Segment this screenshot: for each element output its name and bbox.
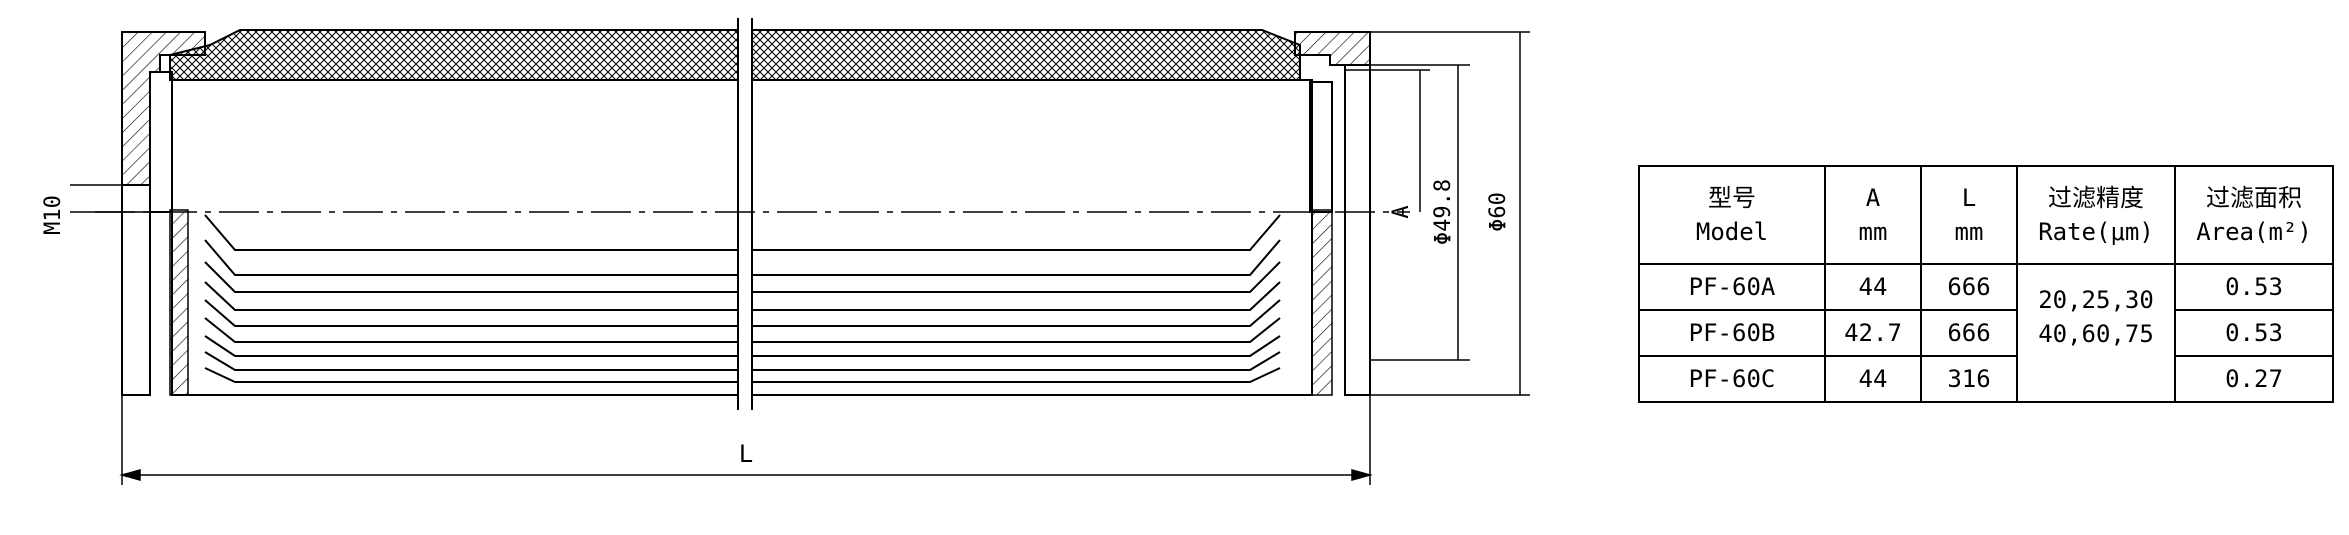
cell-area: 0.53	[2174, 309, 2334, 357]
cell-area: 0.53	[2174, 263, 2334, 311]
inner-dia-dimension	[1370, 64, 1470, 361]
top-seal-band	[169, 29, 1301, 81]
filter-technical-drawing: M10 A Φ49.8 Φ60 L	[41, 18, 1530, 485]
right-end-cap	[1294, 31, 1371, 396]
a-dimension	[1345, 69, 1430, 212]
length-label: L	[739, 440, 753, 468]
cell-a: 42.7	[1824, 309, 1922, 357]
cell-l: 666	[1920, 309, 2018, 357]
outer-dia-label: Φ60	[1486, 192, 1511, 232]
cell-model: PF-60C	[1638, 355, 1826, 403]
cell-area: 0.27	[2174, 355, 2334, 403]
cell-a: 44	[1824, 263, 1922, 311]
thread-label: M10	[41, 195, 66, 235]
cell-a: 44	[1824, 355, 1922, 403]
table-row: PF-60C 44 316 0.27	[1638, 355, 2334, 403]
length-dimension	[119, 395, 1373, 485]
cell-model: PF-60B	[1638, 309, 1826, 357]
m10-leader	[70, 184, 150, 213]
outer-dia-dimension	[1370, 31, 1530, 396]
cell-l: 316	[1920, 355, 2018, 403]
cell-l: 666	[1920, 263, 2018, 311]
a-dim-label: A	[1389, 205, 1414, 218]
table-row: PF-60B 42.7 666 0.53	[1638, 309, 2334, 357]
break-lines	[737, 18, 753, 410]
inner-dia-label: Φ49.8	[1431, 179, 1456, 245]
cell-model: PF-60A	[1638, 263, 1826, 311]
left-end-cap	[121, 31, 206, 396]
